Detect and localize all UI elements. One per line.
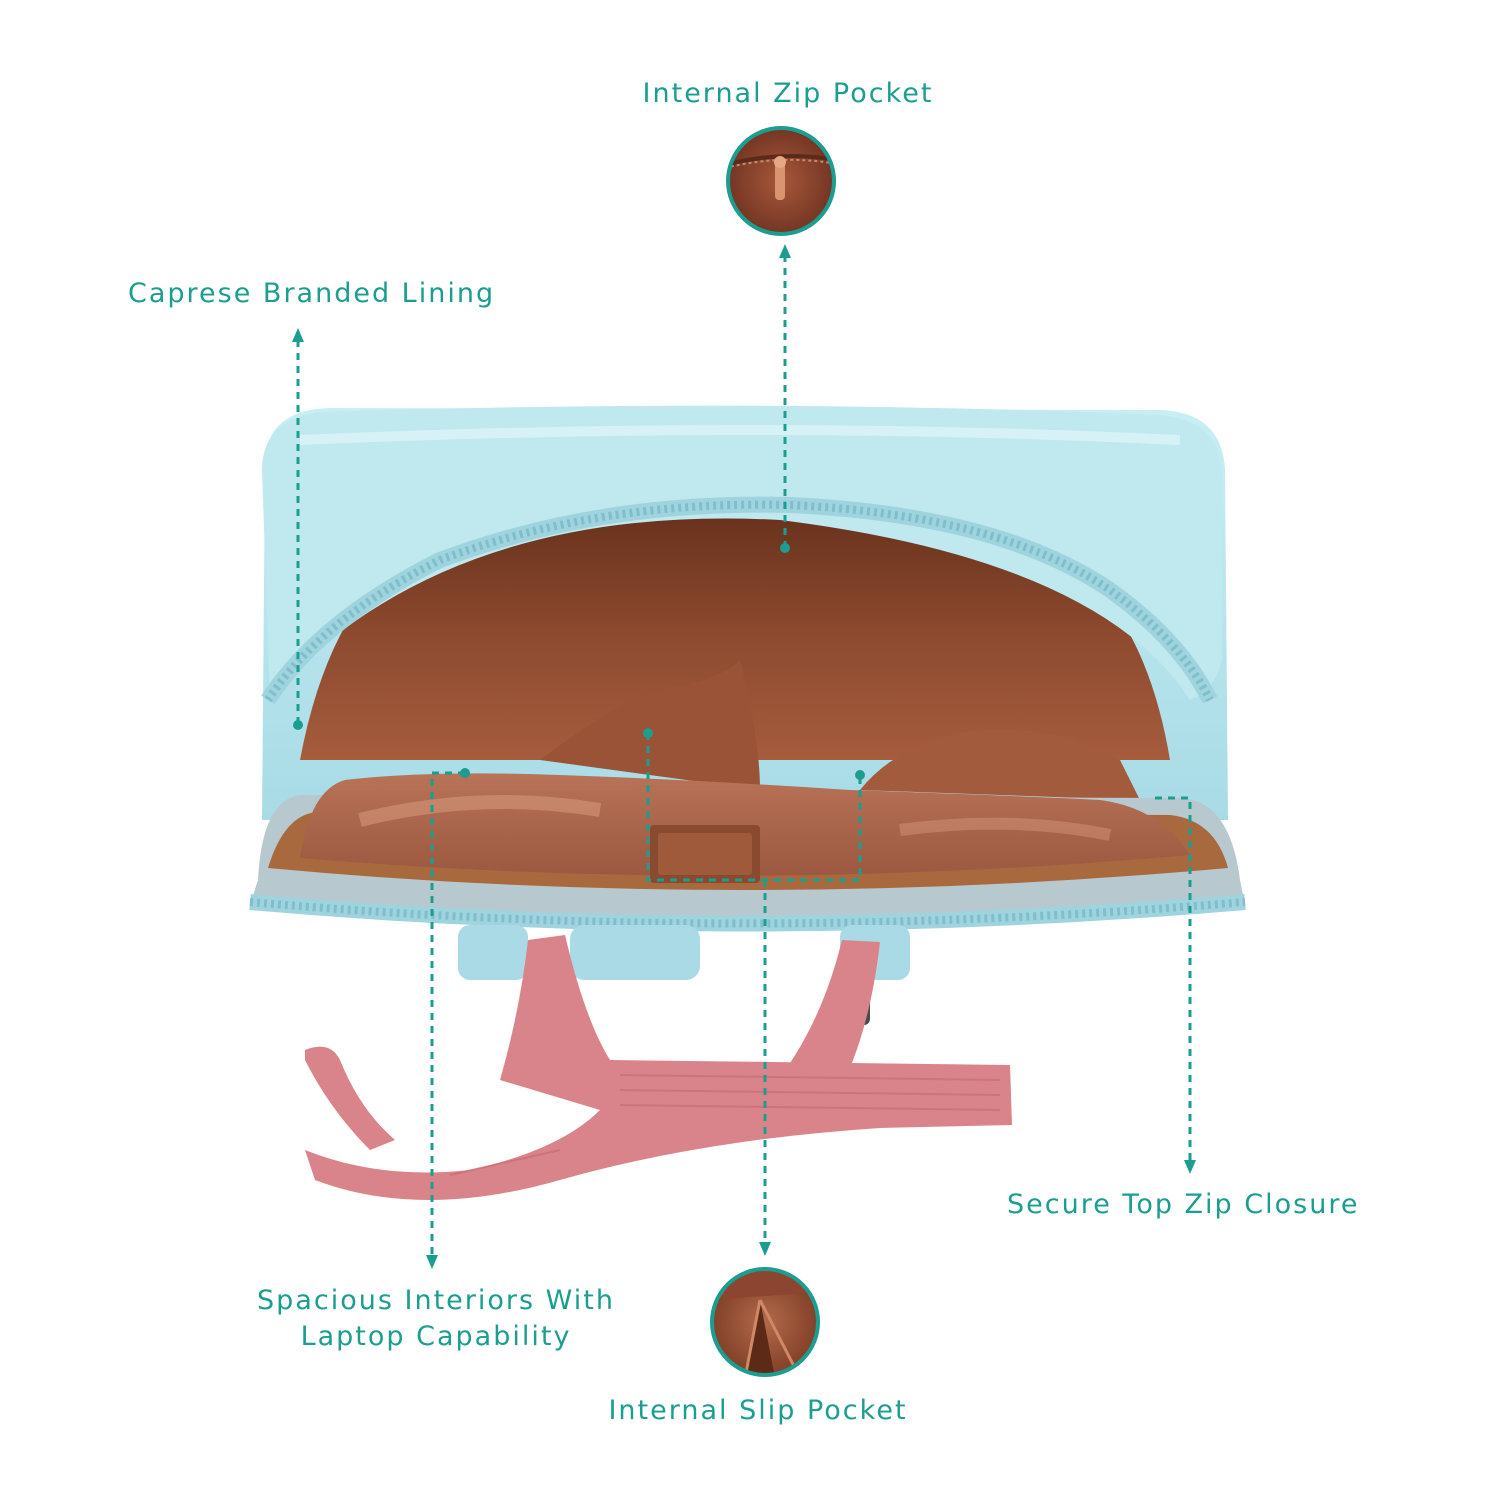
top-zipper	[261, 496, 1218, 705]
callout-internal-zip-pocket: Internal Zip Pocket	[642, 78, 934, 109]
callout-internal-slip-pocket: Internal Slip Pocket	[608, 1395, 908, 1426]
bag-foot	[458, 925, 528, 980]
callout-dots	[293, 543, 865, 780]
slip-pocket-detail-icon	[710, 1267, 820, 1377]
callout-spacious-interiors: Spacious Interiors With Laptop Capabilit…	[257, 1283, 615, 1354]
leader-line-slip-pocket-a	[646, 733, 862, 882]
shoulder-straps	[305, 935, 1012, 1200]
arrow-down-icon	[759, 1242, 771, 1256]
leader-line-interiors	[430, 771, 465, 1255]
arrow-up-icon	[779, 244, 791, 258]
backpack	[249, 405, 1246, 1200]
arrow-down-icon	[426, 1255, 438, 1269]
callout-lines	[296, 255, 1192, 1255]
callout-arrows	[292, 244, 1196, 1269]
callout-secure-top-zip-closure: Secure Top Zip Closure	[1007, 1189, 1360, 1220]
leader-line-top-zip	[1155, 796, 1192, 1160]
arrow-up-icon	[292, 328, 304, 342]
callout-spacious-interiors-line2: Laptop Capability	[300, 1320, 572, 1352]
interior-pocket-fold	[540, 660, 760, 790]
arrow-down-icon	[1184, 1160, 1196, 1174]
zip-pocket-detail-icon	[726, 126, 836, 236]
callout-caprese-branded-lining: Caprese Branded Lining	[128, 278, 496, 309]
callout-spacious-interiors-line1: Spacious Interiors With	[257, 1285, 615, 1316]
bag-lid	[262, 405, 1222, 700]
